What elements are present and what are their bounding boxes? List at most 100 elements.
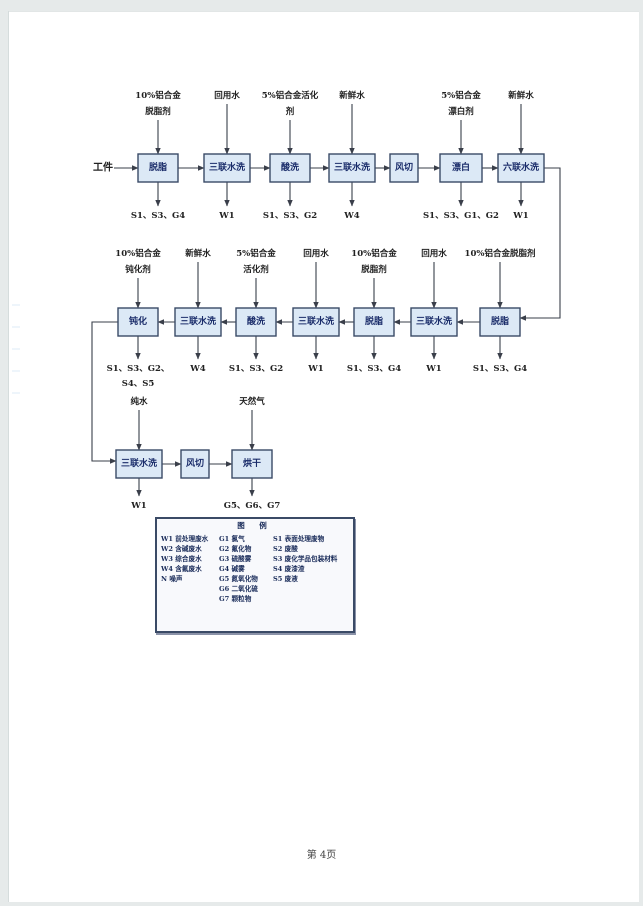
step-rect — [410, 307, 458, 337]
input-label: 脱脂剂 — [145, 106, 171, 117]
return-connector-right — [519, 167, 561, 321]
output-label: S1、S3、G2、 — [107, 364, 170, 374]
step-rect — [115, 449, 163, 479]
page-number: 第 4页 — [306, 850, 337, 861]
step-rect — [180, 449, 210, 479]
step-name: 三联水洗 — [298, 315, 334, 327]
step-rect — [137, 153, 179, 183]
process-step-box: 脱脂 — [353, 307, 395, 337]
process-step-box: 钝化 — [117, 307, 159, 337]
return-connector-left — [91, 321, 118, 464]
process-step-box: 漂白 — [439, 153, 483, 183]
legend-gas-column: G1 氯气 G2 氟化物 G3 硫酸雾 G4 碱雾 G5 氮氧化物 G6 二氧化… — [219, 534, 258, 604]
input-label: 10%铝合金 — [115, 248, 161, 259]
output-label: S1、S3、G4 — [347, 364, 401, 374]
process-step-box: 脱脂 — [137, 153, 179, 183]
legend-item: G6 二氧化硫 — [219, 585, 258, 593]
output-label: G5、G6、G7 — [224, 501, 281, 511]
step-name: 三联水洗 — [416, 315, 452, 327]
step-name: 脱脂 — [365, 315, 383, 327]
legend-item: W1 前处理废水 — [161, 535, 209, 543]
step-rect — [497, 153, 545, 183]
process-step-box: 三联水洗 — [115, 449, 163, 479]
process-step-box: 脱脂 — [479, 307, 521, 337]
legend-item: G5 氮氧化物 — [219, 575, 258, 583]
input-label: 天然气 — [239, 396, 265, 407]
legend-title: 图 例 — [237, 521, 273, 530]
output-label: W4 — [189, 364, 206, 374]
input-label: 新鲜水 — [185, 248, 211, 259]
process-step-box: 烘干 — [231, 449, 273, 479]
process-step-box: 三联水洗 — [174, 307, 222, 337]
legend-item: S5 废液 — [273, 575, 298, 583]
legend-item: S3 废化学品包装材料 — [273, 555, 338, 563]
step-rect — [292, 307, 340, 337]
input-label: 10%铝合金 — [135, 90, 181, 101]
connector-lines — [91, 104, 561, 497]
legend-item: N 噪声 — [161, 575, 183, 583]
input-label: 5%铝合金 — [236, 248, 276, 259]
output-label: S1、S3、G2 — [229, 364, 283, 374]
step-rect — [203, 153, 251, 183]
step-rect — [269, 153, 311, 183]
legend-solid-waste-column: S1 表面处理废物 S2 废酸 S3 废化学品包装材料 S4 废漆渣 S5 废液 — [273, 534, 337, 584]
input-label: 脱脂剂 — [361, 264, 387, 275]
step-rect — [353, 307, 395, 337]
step-rect — [231, 449, 273, 479]
process-step-box: 酸洗 — [235, 307, 277, 337]
input-label: 10%铝合金脱脂剂 — [465, 248, 536, 259]
output-label: W1 — [218, 211, 235, 221]
step-rect — [389, 153, 419, 183]
input-label: 5%铝合金活化 — [262, 90, 319, 101]
legend-item: S2 废酸 — [273, 545, 298, 553]
step-rect — [174, 307, 222, 337]
step-name: 脱脂 — [491, 315, 509, 327]
process-step-box: 风切 — [389, 153, 419, 183]
step-rect — [479, 307, 521, 337]
step-rect — [117, 307, 159, 337]
input-label: 钝化剂 — [125, 264, 151, 275]
step-name: 三联水洗 — [334, 161, 370, 173]
legend-item: S4 废漆渣 — [273, 565, 305, 573]
output-label: S1、S3、G1、G2 — [423, 211, 499, 221]
legend-item: W2 含碱废水 — [161, 545, 202, 553]
input-label: 回用水 — [303, 248, 329, 259]
input-label: 漂白剂 — [448, 106, 474, 117]
input-label: 活化剂 — [243, 264, 269, 275]
process-step-box: 三联水洗 — [328, 153, 376, 183]
step-name: 漂白 — [452, 161, 470, 173]
legend-item: G3 硫酸雾 — [219, 555, 252, 563]
output-label: W1 — [130, 501, 147, 511]
input-label: 新鲜水 — [508, 90, 534, 101]
step-name: 风切 — [186, 458, 204, 469]
process-step-box: 三联水洗 — [203, 153, 251, 183]
output-label: W1 — [425, 364, 442, 374]
step-name: 三联水洗 — [180, 315, 216, 327]
step-name: 三联水洗 — [121, 457, 157, 469]
input-label: 5%铝合金 — [441, 90, 481, 101]
input-label: 新鲜水 — [339, 90, 365, 101]
step-name: 三联水洗 — [209, 161, 245, 173]
legend-item: G2 氟化物 — [219, 545, 252, 553]
output-label: S1、S3、G2 — [263, 211, 317, 221]
process-step-box: 三联水洗 — [292, 307, 340, 337]
step-name: 六联水洗 — [503, 161, 539, 173]
output-label: S4、S5 — [122, 379, 155, 389]
step-rect — [439, 153, 483, 183]
process-step-box: 六联水洗 — [497, 153, 545, 183]
output-label: S1、S3、G4 — [131, 211, 185, 221]
process-step-box: 三联水洗 — [410, 307, 458, 337]
output-label: W4 — [343, 211, 360, 221]
legend-item: S1 表面处理废物 — [273, 535, 325, 543]
legend-item: W3 综合废水 — [161, 555, 202, 563]
process-steps: 脱脂三联水洗酸洗三联水洗风切漂白六联水洗脱脂三联水洗脱脂三联水洗酸洗三联水洗钝化… — [115, 153, 545, 479]
step-name: 酸洗 — [247, 315, 265, 327]
output-label: W1 — [512, 211, 529, 221]
legend-item: W4 含氟废水 — [161, 565, 202, 573]
input-label: 回用水 — [421, 248, 447, 259]
step-rect — [328, 153, 376, 183]
step-name: 烘干 — [243, 457, 261, 469]
step-name: 风切 — [395, 162, 413, 173]
legend-item: G7 颗粒物 — [219, 595, 252, 603]
